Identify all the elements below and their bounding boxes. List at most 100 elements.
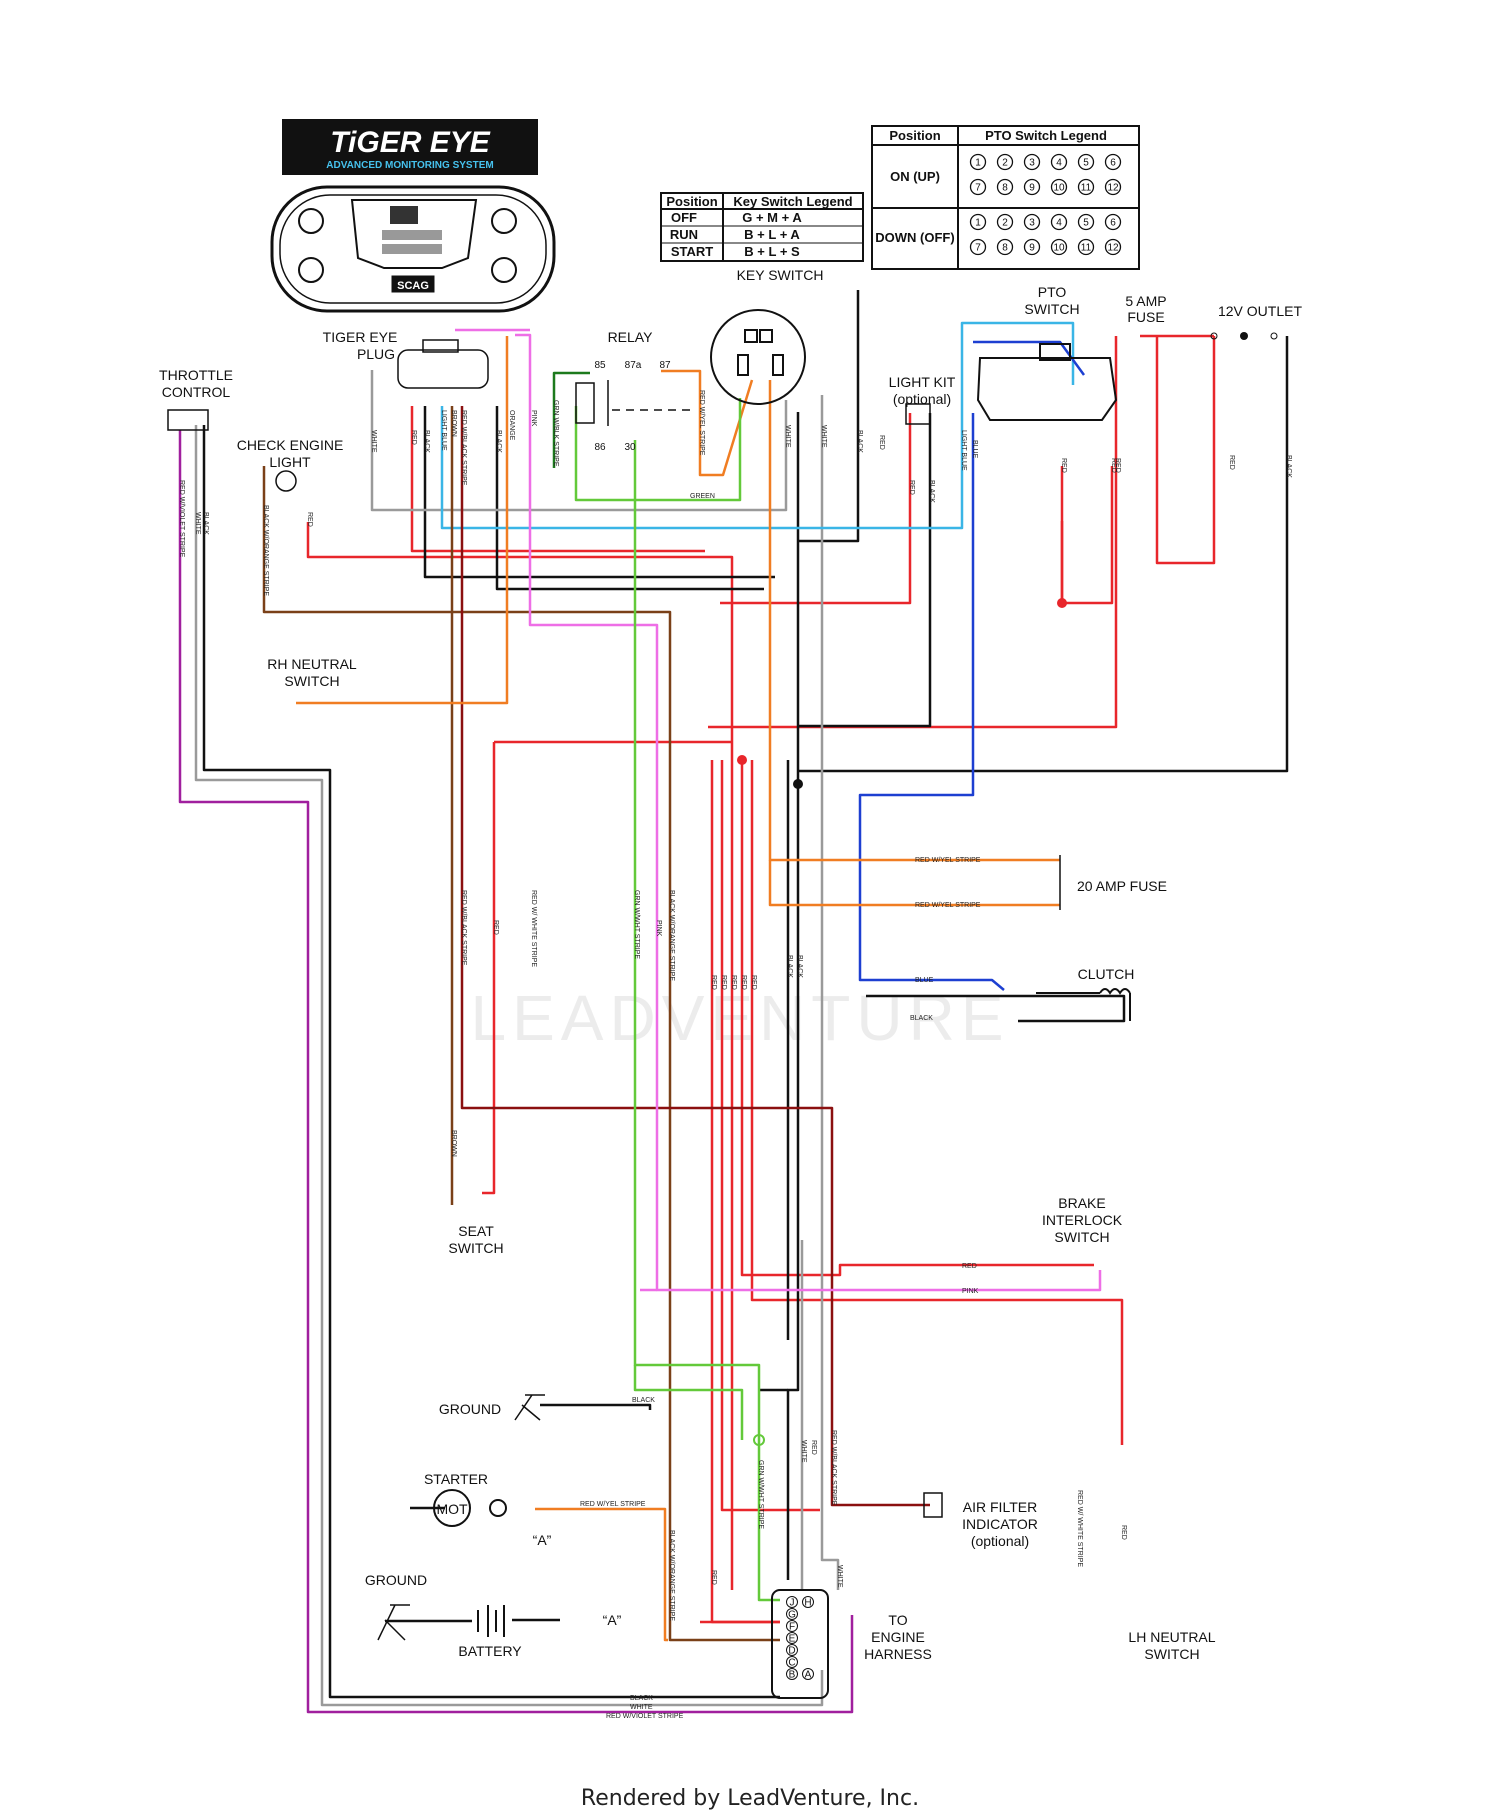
wire-label-white-7: WHITE xyxy=(630,1704,653,1711)
ground-label-2: GROUND xyxy=(365,1572,427,1588)
wire-label-red: RED xyxy=(410,430,417,445)
clutch-coil-icon xyxy=(1036,988,1131,1021)
wire-label-black-2: BLACK xyxy=(495,430,502,453)
wire-label-brown: BROWN xyxy=(450,410,457,437)
wire-label-red-17: RED xyxy=(810,1440,817,1455)
pto-switch-label: PTO xyxy=(1038,284,1067,300)
tiger-eye-logo: TiGER EYE ADVANCED MONITORING SYSTEM xyxy=(282,119,538,175)
wire-label-white-3: WHITE xyxy=(820,425,827,448)
harness-pin-circle xyxy=(802,1596,814,1608)
throttle-label: THROTTLE xyxy=(159,367,233,383)
pto-pin-circle xyxy=(996,153,1014,171)
pto-pin-circle xyxy=(969,178,987,196)
wire-label-red-15: RED xyxy=(962,1263,977,1270)
air-filter-label-3: (optional) xyxy=(971,1533,1029,1549)
wire-label-black-9: BLACK xyxy=(796,955,803,978)
wire-label-orange: ORANGE xyxy=(508,410,515,441)
pto-pin-circle xyxy=(969,153,987,171)
junction-dots xyxy=(737,598,1067,1446)
wire-label-red-4: RED xyxy=(1060,458,1067,473)
pto-pin-number: 7 xyxy=(975,243,981,254)
harness-pin-circle xyxy=(786,1632,798,1644)
pto-pin-number: 7 xyxy=(975,183,981,194)
wire-label-red-7: RED xyxy=(1228,455,1235,470)
pto-pin-circle xyxy=(1104,153,1122,171)
harness-pin-letter: F xyxy=(789,1622,795,1633)
air-filter-label: AIR FILTER xyxy=(963,1499,1037,1515)
wires xyxy=(178,290,1289,1714)
wire-label-black: BLACK xyxy=(423,430,430,453)
starter-label: STARTER xyxy=(424,1471,488,1487)
air-filter-indicator-icon xyxy=(923,1492,943,1518)
light-kit-connector xyxy=(905,403,931,425)
wire-label-pink-3: PINK xyxy=(962,1288,979,1295)
pto-pin-number: 1 xyxy=(975,158,981,169)
wire-label-red-yel-stripe-4: RED W/YEL STRIPE xyxy=(580,1501,646,1508)
wire-label-red-black-stripe: RED W/BLACK STRIPE xyxy=(460,410,467,486)
brake-switch-label-3: SWITCH xyxy=(1054,1229,1109,1245)
key-legend-run-value: B + L + A xyxy=(744,227,800,242)
pto-pin-circle xyxy=(1050,213,1068,231)
relay-pin-30: 30 xyxy=(624,442,636,453)
logo-title: TiGER EYE xyxy=(330,126,490,159)
footer-credit: Rendered by LeadVenture, Inc. xyxy=(580,1786,920,1811)
wire-label-red-13: RED xyxy=(740,975,747,990)
harness-pin-circle xyxy=(786,1596,798,1608)
wire-label-white-6: WHITE xyxy=(836,1565,843,1588)
wire-label-red-18: RED xyxy=(1120,1525,1127,1540)
wire-label-red-6: RED xyxy=(1114,458,1121,473)
starter-motor-icon xyxy=(433,1489,507,1527)
pto-pin-number: 2 xyxy=(1002,218,1008,229)
harness-pin-circle xyxy=(786,1668,798,1680)
wire-label-black-5: BLACK xyxy=(1285,455,1292,478)
to-engine-label-3: HARNESS xyxy=(864,1646,932,1662)
wire-label-black-orange-stripe-2: BLACK W/ORANGE STRIPE xyxy=(668,890,675,981)
pto-pin-circle xyxy=(1077,178,1095,196)
harness-pin-letter: D xyxy=(788,1646,795,1657)
pto-pin-circle xyxy=(1050,238,1068,256)
display-badge: SCAG xyxy=(397,280,429,292)
check-engine-label-2: LIGHT xyxy=(269,454,311,470)
pto-pin-circle xyxy=(1050,178,1068,196)
wire-label-red-violet-stripe: RED W/VIOLET STRIPE xyxy=(178,480,185,558)
wire-label-grn-wht-stripe: GRN W/WHT STRIPE xyxy=(633,890,640,959)
wire-label-red-yel-stripe-2: RED W/YEL STRIPE xyxy=(915,857,981,864)
fuse-5amp-label-2: FUSE xyxy=(1127,309,1164,325)
brake-switch-label: BRAKE xyxy=(1058,1195,1105,1211)
key-switch-legend: Position Key Switch Legend OFF G + M + A… xyxy=(660,192,864,262)
pto-legend-row-on: ON (UP) xyxy=(890,169,940,184)
ground-label-1: GROUND xyxy=(439,1401,501,1417)
key-switch-label: KEY SWITCH xyxy=(737,267,824,283)
pto-pin-circle xyxy=(1077,238,1095,256)
wire-label-blue-2: BLUE xyxy=(915,977,934,984)
seat-switch-label-2: SWITCH xyxy=(448,1240,503,1256)
relay-pin-87: 87 xyxy=(659,360,671,371)
pto-pin-circle xyxy=(969,238,987,256)
component-labels: KEY SWITCH TIGER EYE PLUG RELAY 85 87a 8… xyxy=(159,267,1302,1662)
pto-pin-circle xyxy=(1104,178,1122,196)
pto-pin-circle xyxy=(1023,178,1041,196)
harness-pin-letter: H xyxy=(804,1598,811,1609)
wire-label-red-5: RED xyxy=(1110,458,1117,473)
pto-pin-number: 3 xyxy=(1029,218,1035,229)
pto-pin-number: 5 xyxy=(1083,218,1089,229)
pto-legend-position-header: Position xyxy=(889,128,940,143)
wire-label-black-10: BLACK xyxy=(632,1397,655,1404)
wire-label-red-2: RED xyxy=(878,435,885,450)
pto-pin-number: 11 xyxy=(1081,243,1092,254)
wire-label-green: GREEN xyxy=(690,493,715,500)
harness-pin-letter: G xyxy=(788,1610,796,1621)
terminal-a-label: “A” xyxy=(533,1532,552,1548)
wire-label-black-orange-stripe: BLACK W/ORANGE STRIPE xyxy=(262,505,269,596)
relay-label: RELAY xyxy=(608,329,654,345)
pto-pin-number: 9 xyxy=(1029,243,1035,254)
wire-label-pink: PINK xyxy=(530,410,537,427)
wire-label-red-14: RED xyxy=(750,975,757,990)
wire-label-grn-wht-stripe-2: GRN W/WHT STRIPE xyxy=(757,1460,764,1529)
light-kit-label: LIGHT KIT xyxy=(889,374,956,390)
pto-pin-circle xyxy=(996,213,1014,231)
clutch-label: CLUTCH xyxy=(1078,966,1135,982)
pto-pin-circle xyxy=(1077,213,1095,231)
pto-pin-number: 1 xyxy=(975,218,981,229)
